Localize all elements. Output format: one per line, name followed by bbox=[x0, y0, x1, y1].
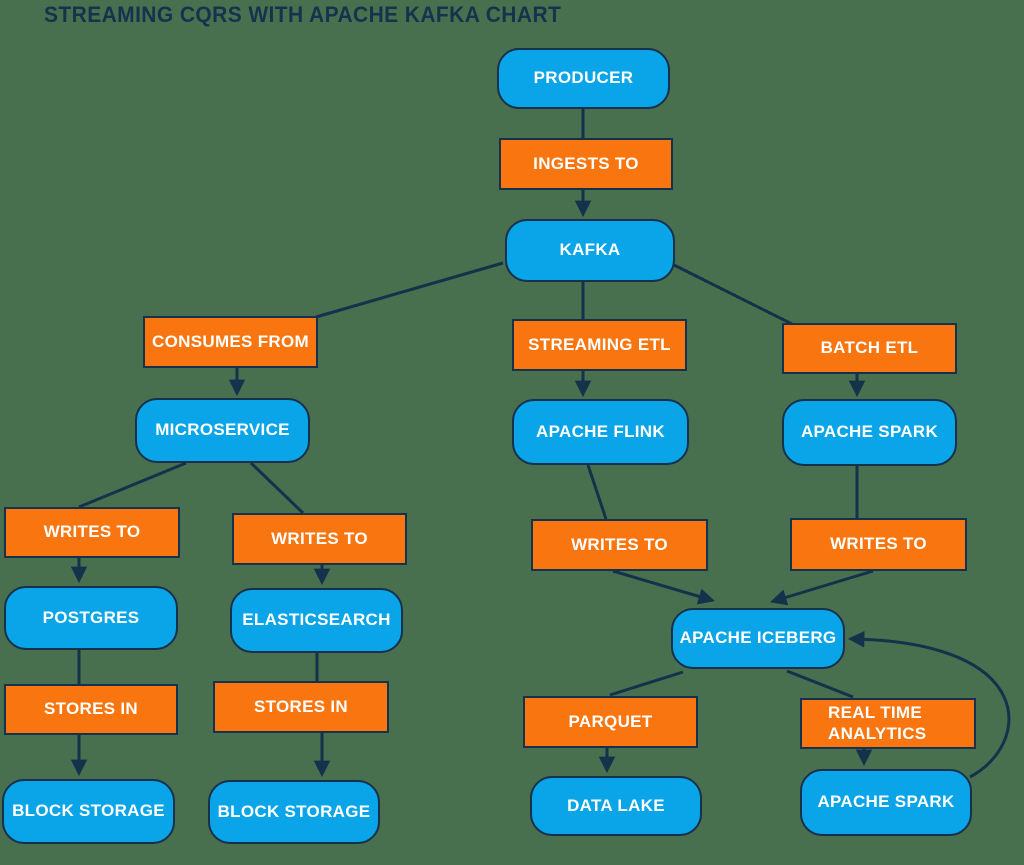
node-kafka: KAFKA bbox=[505, 219, 675, 282]
node-block-storage-left: BLOCK STORAGE bbox=[2, 779, 175, 844]
node-ingests-to: INGESTS TO bbox=[499, 138, 673, 190]
node-microservice: MICROSERVICE bbox=[135, 398, 310, 463]
node-apache-spark-rta: APACHE SPARK bbox=[800, 769, 972, 836]
node-postgres: POSTGRES bbox=[4, 586, 178, 650]
node-consumes-from: CONSUMES FROM bbox=[143, 316, 318, 368]
edge-microservice-writes-to-left bbox=[78, 461, 187, 509]
node-apache-iceberg: APACHE ICEBERG bbox=[671, 608, 845, 669]
node-block-storage-center: BLOCK STORAGE bbox=[208, 780, 380, 844]
edge-writes-to-mid-apache-iceberg bbox=[612, 569, 715, 605]
edge-apache-iceberg-real-time-analytics bbox=[786, 669, 854, 699]
page-title: STREAMING CQRS WITH APACHE KAFKA CHART bbox=[44, 3, 562, 28]
node-apache-flink: APACHE FLINK bbox=[512, 399, 689, 465]
edge-microservice-writes-to-center bbox=[249, 461, 305, 515]
node-stores-in-left: STORES IN bbox=[4, 684, 178, 735]
node-batch-etl: BATCH ETL bbox=[782, 323, 957, 374]
node-writes-to-right: WRITES TO bbox=[790, 518, 967, 571]
node-real-time-analytics: REAL TIME ANALYTICS bbox=[800, 698, 976, 749]
edge-apache-spark-rta-apache-iceberg bbox=[847, 630, 1011, 779]
edge-apache-iceberg-parquet bbox=[609, 670, 684, 697]
node-producer: PRODUCER bbox=[497, 48, 670, 109]
node-stores-in-center: STORES IN bbox=[213, 681, 389, 733]
edge-kafka-batch-etl bbox=[671, 262, 793, 326]
edge-apache-flink-writes-to-mid bbox=[586, 464, 608, 520]
node-elasticsearch: ELASTICSEARCH bbox=[230, 588, 403, 653]
node-parquet: PARQUET bbox=[523, 696, 698, 748]
node-streaming-etl: STREAMING ETL bbox=[512, 319, 687, 371]
node-writes-to-mid: WRITES TO bbox=[531, 519, 708, 571]
node-data-lake: DATA LAKE bbox=[530, 776, 702, 836]
edge-kafka-consumes-from bbox=[315, 261, 504, 319]
node-writes-to-center: WRITES TO bbox=[232, 513, 407, 565]
node-writes-to-left: WRITES TO bbox=[4, 507, 180, 558]
edge-writes-to-right-apache-iceberg bbox=[770, 569, 874, 606]
edge-group bbox=[70, 109, 1011, 779]
node-apache-spark-etl: APACHE SPARK bbox=[782, 399, 957, 466]
